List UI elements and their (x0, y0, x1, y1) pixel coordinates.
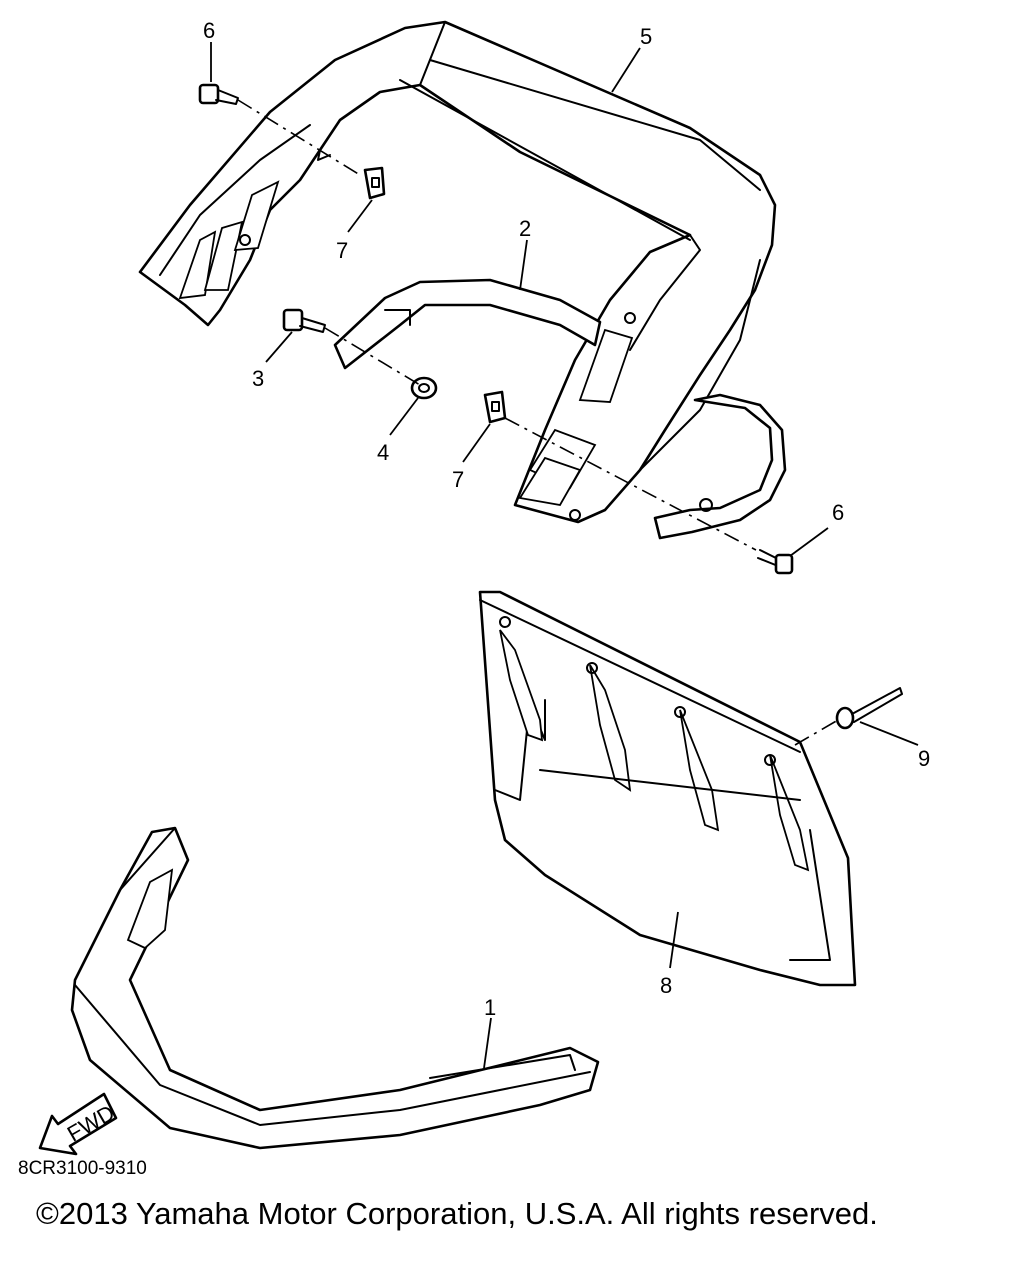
callout-2: 2 (519, 216, 531, 241)
callout-4: 4 (377, 440, 389, 465)
callout-6-upper: 6 (203, 18, 215, 43)
callout-1: 1 (484, 995, 496, 1020)
rivet-9 (835, 687, 903, 730)
callout-5: 5 (640, 24, 652, 49)
callout-7-upper: 7 (336, 238, 348, 263)
bolt-6-upper (198, 83, 239, 105)
leader-5 (611, 47, 641, 93)
fwd-arrow-icon: FWD (38, 1092, 119, 1156)
centerline-upper-bolt (237, 99, 361, 176)
diagram-code: 8CR3100-9310 (18, 1158, 147, 1179)
centerline-brace-bolt (324, 327, 421, 386)
callout-8: 8 (660, 973, 672, 998)
leader-8 (669, 911, 679, 969)
part-1-bumper (70, 826, 600, 1150)
leader-4 (389, 397, 419, 436)
bolt-3 (282, 308, 326, 333)
part-8-guard-plate (478, 590, 857, 987)
callout-9: 9 (918, 746, 930, 771)
leader-7-upper (347, 199, 373, 233)
bolt-6-lower (757, 549, 794, 575)
clip-nut-7-upper (363, 166, 386, 200)
leader-6-lower (789, 527, 829, 557)
part-2-brace (333, 278, 787, 540)
callout-3: 3 (252, 366, 264, 391)
leader-3 (265, 331, 293, 363)
part-5-rear-rack (138, 20, 777, 524)
copyright-notice: ©2013 Yamaha Motor Corporation, U.S.A. A… (36, 1196, 878, 1231)
callout-7-lower: 7 (452, 467, 464, 492)
leader-1 (483, 1017, 492, 1069)
callout-6-lower: 6 (832, 500, 844, 525)
leader-9 (859, 721, 919, 746)
leader-2 (519, 239, 528, 291)
collar-4 (410, 376, 438, 400)
centerline-rivet (794, 719, 839, 746)
clip-nut-7-lower (483, 390, 507, 424)
leader-7-lower (462, 423, 491, 463)
